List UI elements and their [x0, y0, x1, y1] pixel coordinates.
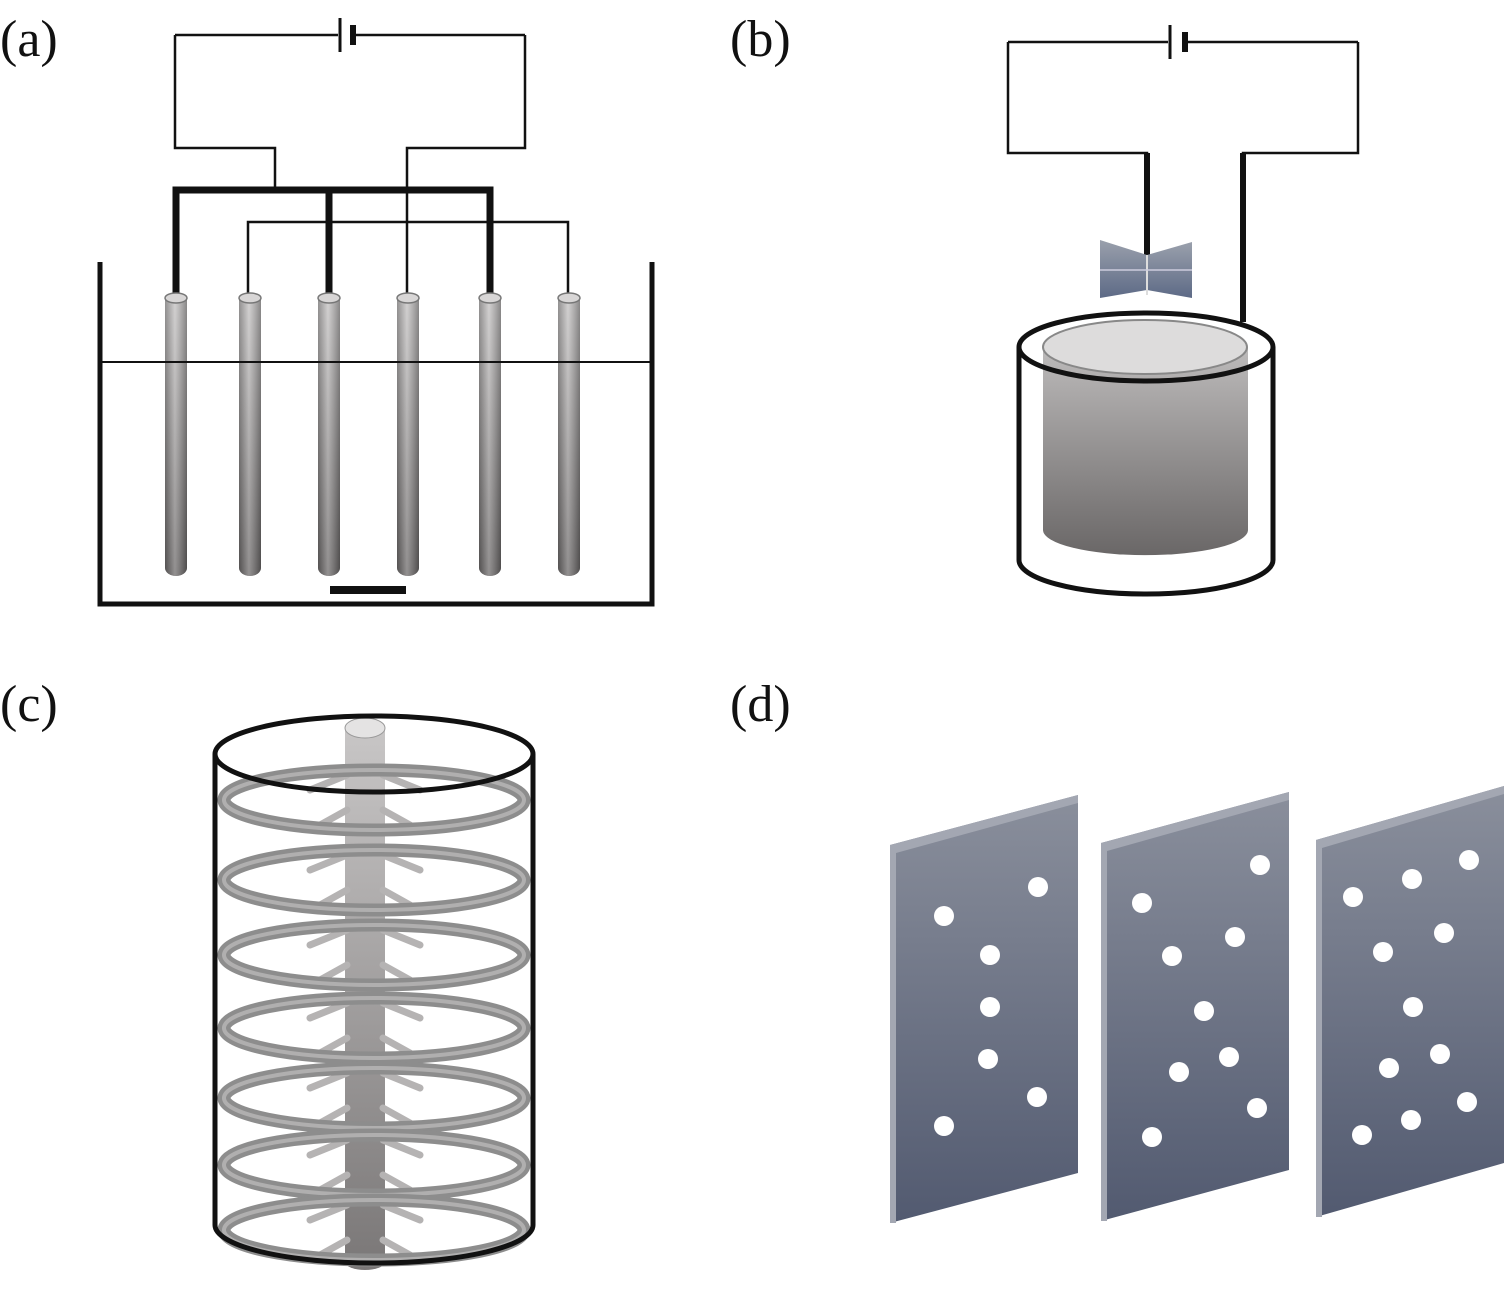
perforated-plate [1101, 792, 1289, 1221]
panel-b-label: (b) [730, 11, 791, 68]
panel-a-label: (a) [0, 11, 58, 68]
panel-c-ring-electrode-reactor [212, 713, 536, 1270]
perforated-plate [1316, 786, 1504, 1217]
plate-hole [1027, 1087, 1047, 1107]
plate-hole [1457, 1092, 1477, 1112]
plate-hole [1343, 887, 1363, 907]
plate-hole [1247, 1098, 1267, 1118]
ring-electrode [217, 918, 531, 992]
wire [173, 35, 277, 190]
rod-electrode [164, 292, 188, 576]
plate-hole [1401, 1110, 1421, 1130]
plate-hole [1162, 946, 1182, 966]
thin-bus [246, 220, 570, 298]
plate-hole [1430, 1044, 1450, 1064]
plate-hole [1459, 850, 1479, 870]
plate-hole [1352, 1125, 1372, 1145]
tank [97, 262, 655, 607]
plate-hole [1169, 1062, 1189, 1082]
wire [405, 35, 527, 298]
plate-hole [1028, 877, 1048, 897]
plate-hole [1434, 923, 1454, 943]
rod-electrode [557, 292, 581, 576]
panel-b-rotating-electrode [1006, 25, 1360, 597]
plate-hole [1225, 927, 1245, 947]
plate-hole [934, 1116, 954, 1136]
plate-hole [980, 945, 1000, 965]
inner-cylinder [1042, 319, 1248, 556]
panel-a-electrode-array [97, 18, 655, 607]
ring-electrode [217, 1193, 531, 1267]
plate-hole [980, 997, 1000, 1017]
ring-electrode [217, 991, 531, 1065]
plate-hole [1219, 1047, 1239, 1067]
plate-hole [978, 1049, 998, 1069]
panel-d-label: (d) [730, 676, 791, 733]
plate-hole [1379, 1058, 1399, 1078]
plate-hole [1402, 869, 1422, 889]
perforated-plate [890, 795, 1078, 1223]
plate-hole [1142, 1127, 1162, 1147]
thick-bus [172, 186, 494, 298]
rod-electrode [478, 292, 502, 576]
plate-hole [1403, 997, 1423, 1017]
panel-c-label: (c) [0, 676, 58, 733]
plate-hole [1194, 1001, 1214, 1021]
plate-hole [934, 906, 954, 926]
rod-electrode [238, 292, 262, 576]
ring-electrode [217, 843, 531, 917]
rod-electrode [317, 292, 341, 576]
outer-beaker [1016, 310, 1276, 597]
impeller [1100, 240, 1192, 298]
panel-d-perforated-plates [890, 786, 1504, 1223]
plate-hole [1250, 855, 1270, 875]
plate-hole [1373, 942, 1393, 962]
plate-hole [1132, 893, 1152, 913]
battery-icon [175, 18, 525, 52]
ring-electrode [217, 763, 531, 837]
rod-electrode [396, 292, 420, 576]
outer-cylinder [212, 713, 536, 1266]
ring-electrode [217, 1061, 531, 1135]
